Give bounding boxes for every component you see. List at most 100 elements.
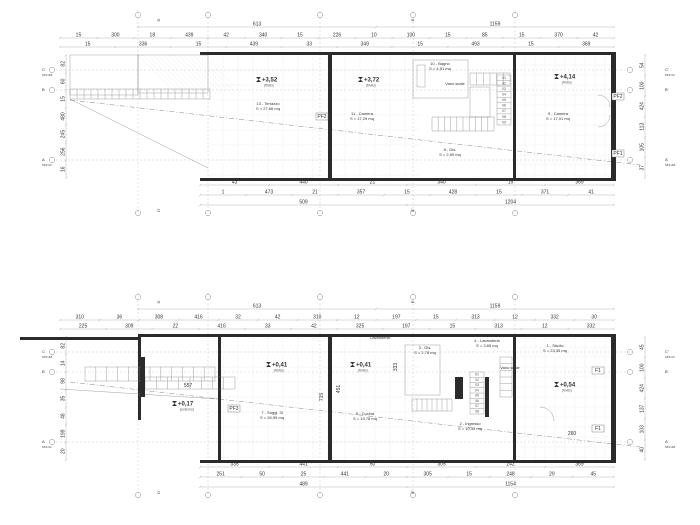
upper-dim-bot2-tick — [520, 193, 524, 197]
lower-grid-top-bubble — [512, 294, 518, 300]
lower-dim-top2-value: 313 — [471, 315, 480, 321]
upper-section-cut — [69, 99, 641, 166]
lower-wall-left-top — [20, 337, 138, 340]
upper-terrace-planter — [137, 54, 209, 94]
lower-dim-right-value: 103 — [640, 425, 646, 434]
upper-dim-bot2-value: 357 — [357, 190, 366, 196]
upper-level-1-sub: (finito) — [264, 84, 274, 88]
lower-dim-left-value: 14 — [61, 360, 67, 366]
lower-wall-mid — [328, 334, 332, 463]
upper-dim-bot2-tick — [290, 193, 294, 197]
upper-axis-sub: sez.aa — [665, 163, 675, 167]
lower-dim-bot2-value: 248 — [506, 472, 515, 478]
lower-axis-sub: sez.cc — [42, 445, 52, 449]
lower-wall-top — [138, 334, 614, 337]
upper-dim-bot2-tick — [198, 193, 202, 197]
upper-axis-label: B' — [665, 87, 669, 92]
lower-laundry — [404, 344, 441, 396]
lower-grid-top-bubble — [317, 294, 323, 300]
upper-dim-bot2-tick — [336, 193, 340, 197]
lower-dim-bot3-value: 1154 — [505, 482, 516, 488]
upper-dim-top1-tick — [374, 25, 378, 29]
lower-axis-label: C' — [665, 349, 669, 354]
upper-dim-bot1-value: 340 — [437, 180, 446, 186]
upper-tag-pf2a-text: PF2 — [317, 114, 326, 120]
lower-dim-top2-tick — [493, 318, 497, 322]
upper-tag-pf2b-text: PF2 — [613, 94, 622, 100]
upper-dim-bot1-value: 15 — [508, 180, 514, 186]
lower-tag-f1a-box — [591, 366, 605, 375]
lower-dim-left-value: 82 — [61, 343, 67, 349]
lower-dim-top3-value: 325 — [356, 324, 365, 330]
lower-dim-top1-tick — [612, 307, 616, 311]
upper-dim-right-value: 100 — [640, 81, 646, 90]
lower-dim-top3-value: 197 — [402, 324, 411, 330]
upper-dim-left-tick — [64, 123, 68, 127]
level-marker-icon — [350, 362, 355, 365]
upper-dim-right-value: 105 — [640, 143, 646, 152]
lower-dim-bot1-tick — [198, 465, 202, 469]
lower-dim-bot2-tick — [529, 475, 533, 479]
upper-dim-right-tick — [643, 176, 647, 180]
lower-dim-left-tick — [64, 370, 68, 374]
lower-dim-bot2-value: 251 — [217, 472, 226, 478]
upper-dim-right-tick — [643, 74, 647, 77]
lower-dim-top2-value: 42 — [275, 315, 281, 321]
upper-dim-top3-value: 15 — [417, 42, 423, 48]
upper-dim-top2-tick — [538, 36, 542, 40]
lower-wall-inner — [218, 337, 221, 460]
upper-dim-bot1-value: 43 — [232, 180, 238, 186]
upper-dim-top1-tick — [136, 25, 140, 29]
upper-dim-top3-value: 349 — [361, 42, 370, 48]
upper-room-bath-area: S = 4,51 mq — [429, 66, 451, 71]
lower-dim-top3-value: 33 — [265, 324, 271, 330]
hatch — [177, 54, 217, 94]
upper-dim-bot1-tick — [336, 183, 340, 187]
lower-dim-bot1-value: 441 — [299, 462, 308, 468]
lower-dim-right-tick — [643, 458, 647, 462]
lower-level-2-sub: (finito) — [358, 369, 368, 373]
upper-dim-top3-tick — [280, 45, 283, 49]
lower-dim-bot2-value: 441 — [341, 472, 350, 478]
lower-dim-top2-tick — [98, 318, 101, 322]
upper-dim-left-tick — [64, 141, 68, 145]
lower-dim-top3-value: 309 — [125, 324, 134, 330]
lower-dim-top3-value: 332 — [587, 324, 596, 330]
upper-dim-bot3-tick — [612, 203, 616, 207]
upper-dim-top3-tick — [501, 45, 505, 49]
lower-dim-bot2-value: 305 — [424, 472, 433, 478]
upper-dim-left-value: 82 — [61, 61, 67, 67]
upper-axis-label: A' — [665, 157, 669, 162]
lower-dim-bot1-tick — [267, 465, 271, 469]
upper-dim-bot2-value: 15 — [496, 190, 502, 196]
level-marker-icon — [358, 77, 363, 80]
lower-dim-top3-value: 15 — [450, 324, 456, 330]
lower-dim-top2-value: 32 — [235, 315, 241, 321]
upper-wall-top — [200, 52, 614, 55]
lower-stair-b-number: 03 — [475, 383, 479, 387]
lower-dim-top3-value: 416 — [217, 324, 226, 330]
lower-stair-b-number: 07 — [475, 404, 479, 408]
upper-dim-top3-tick — [612, 45, 616, 49]
upper-grid-label: E' — [410, 208, 415, 212]
lower-dim-top3-value: 42 — [311, 324, 317, 330]
lower-dim-bot2-value: 20 — [384, 472, 390, 478]
lower-wall-left — [138, 337, 141, 420]
upper-stair-b-number: 07 — [502, 109, 506, 113]
lower-dim-top2-value: 197 — [392, 315, 401, 321]
upper-grid-bottom-bubble — [410, 210, 416, 216]
upper-room-camera11-area: S = 17,29 mq — [350, 116, 374, 121]
upper-dim-top2-tick — [95, 36, 99, 40]
lower-dim-top2-value: 310 — [313, 315, 322, 321]
upper-dim-top2-value: 226 — [333, 33, 342, 39]
lower-dim-bot2-tick — [240, 475, 243, 479]
lower-room-cucina-name: 5 - Cucina — [356, 411, 375, 416]
lower-dim-top2-value: 308 — [155, 315, 164, 321]
lower-dim-top2-tick — [256, 318, 260, 322]
lower-dim-top2-tick — [612, 318, 616, 322]
upper-stair-b-number: 09 — [502, 120, 506, 124]
hatch — [142, 54, 182, 94]
upper-dim-bot1-tick — [543, 183, 547, 187]
lower-dim-left-tick — [64, 388, 68, 392]
